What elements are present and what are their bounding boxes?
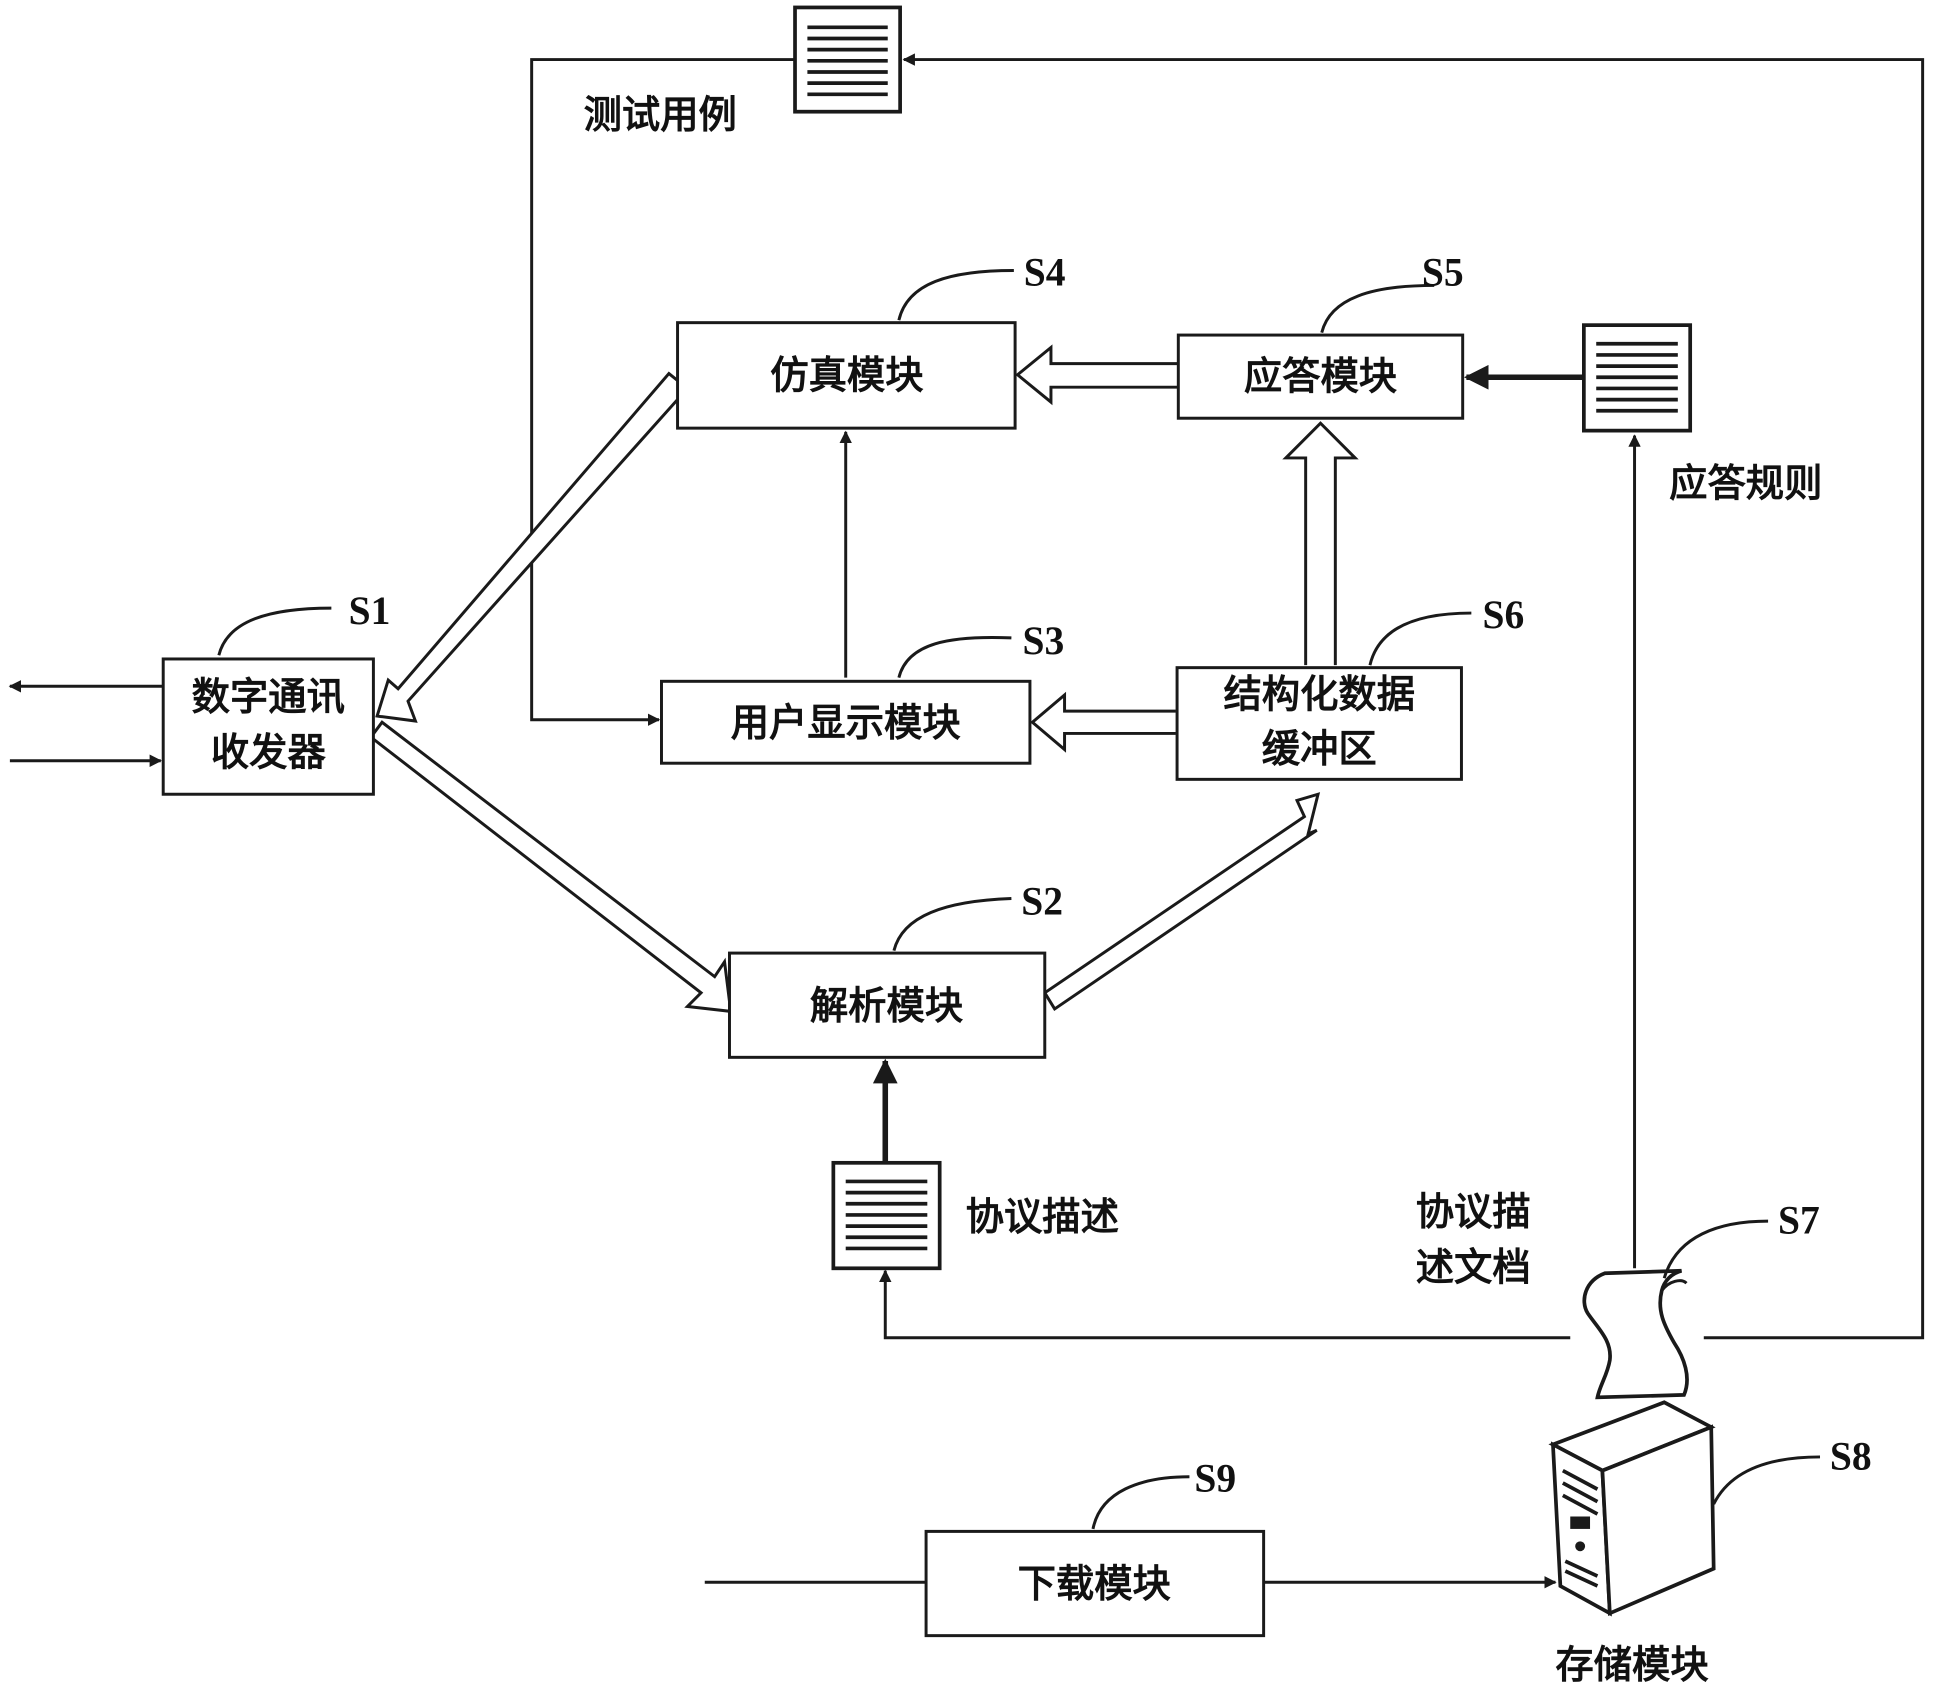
s7-leader <box>1662 1219 1769 1279</box>
test-case-to-display-line <box>530 58 796 726</box>
response-label: 应答模块 <box>1244 355 1398 400</box>
s3-tag: S3 <box>1023 619 1065 663</box>
test-case-document-icon <box>793 5 902 114</box>
storage-to-test-case-line <box>902 53 1925 1340</box>
transceiver-label-line1: 数字通讯 <box>192 675 345 720</box>
s8-leader <box>1712 1455 1821 1505</box>
download-label: 下载模块 <box>1018 1562 1172 1607</box>
simulation-module: 仿真模块 <box>676 321 1017 430</box>
protocol-doc-label-line1: 协议描 <box>1416 1190 1531 1235</box>
transceiver-label-line2: 收发器 <box>211 731 327 776</box>
protocol-scroll-icon <box>1582 1268 1689 1400</box>
s8-tag: S8 <box>1830 1434 1872 1478</box>
simulation-label: 仿真模块 <box>770 353 924 398</box>
buffer-to-response-hollow-arrow <box>1282 421 1359 666</box>
transceiver-to-parser-hollow-arrow <box>368 720 733 1014</box>
s6-leader <box>1368 611 1472 666</box>
storage-server-icon <box>1548 1400 1716 1617</box>
protocol-desc-document-icon <box>831 1160 942 1271</box>
s5-tag: S5 <box>1422 250 1464 294</box>
response-rule-label: 应答规则 <box>1669 461 1822 506</box>
s3-leader <box>897 635 1012 678</box>
response-rule-document-icon <box>1582 323 1693 433</box>
s9-leader <box>1091 1475 1190 1530</box>
s6-tag: S6 <box>1482 593 1524 637</box>
storage-to-protocol-desc-line <box>879 1269 1571 1340</box>
buffer-to-display-hollow-arrow <box>1030 691 1176 753</box>
download-module: 下载模块 <box>924 1529 1266 1638</box>
s9-tag: S9 <box>1194 1457 1236 1501</box>
s7-tag: S7 <box>1778 1198 1820 1242</box>
s2-tag: S2 <box>1021 880 1063 924</box>
s1-tag: S1 <box>349 589 391 633</box>
storage-label: 存储模块 <box>1555 1643 1709 1688</box>
parser-to-buffer-hollow-arrow <box>1042 792 1321 1012</box>
response-module: 应答模块 <box>1176 333 1465 420</box>
response-to-simulation-hollow-arrow <box>1015 344 1178 406</box>
s4-leader <box>897 269 1014 321</box>
buffer-label-line2: 缓冲区 <box>1262 727 1377 772</box>
buffer-module: 结构化数据 缓冲区 <box>1175 666 1463 781</box>
display-module: 用户显示模块 <box>660 679 1032 765</box>
parser-label: 解析模块 <box>810 984 964 1029</box>
s1-leader <box>217 606 332 656</box>
display-label: 用户显示模块 <box>731 701 962 746</box>
s4-tag: S4 <box>1024 250 1066 294</box>
s5-leader <box>1320 283 1435 333</box>
transceiver-module: 数字通讯 收发器 <box>161 657 375 796</box>
parser-module: 解析模块 <box>728 951 1047 1059</box>
protocol-doc-label-line2: 述文档 <box>1416 1246 1531 1291</box>
buffer-label-line1: 结构化数据 <box>1223 672 1415 717</box>
protocol-desc-label: 协议描述 <box>966 1195 1119 1240</box>
test-case-label: 测试用例 <box>584 93 737 138</box>
simulation-to-transceiver-hollow-arrow <box>375 371 690 723</box>
s2-leader <box>892 896 1012 951</box>
